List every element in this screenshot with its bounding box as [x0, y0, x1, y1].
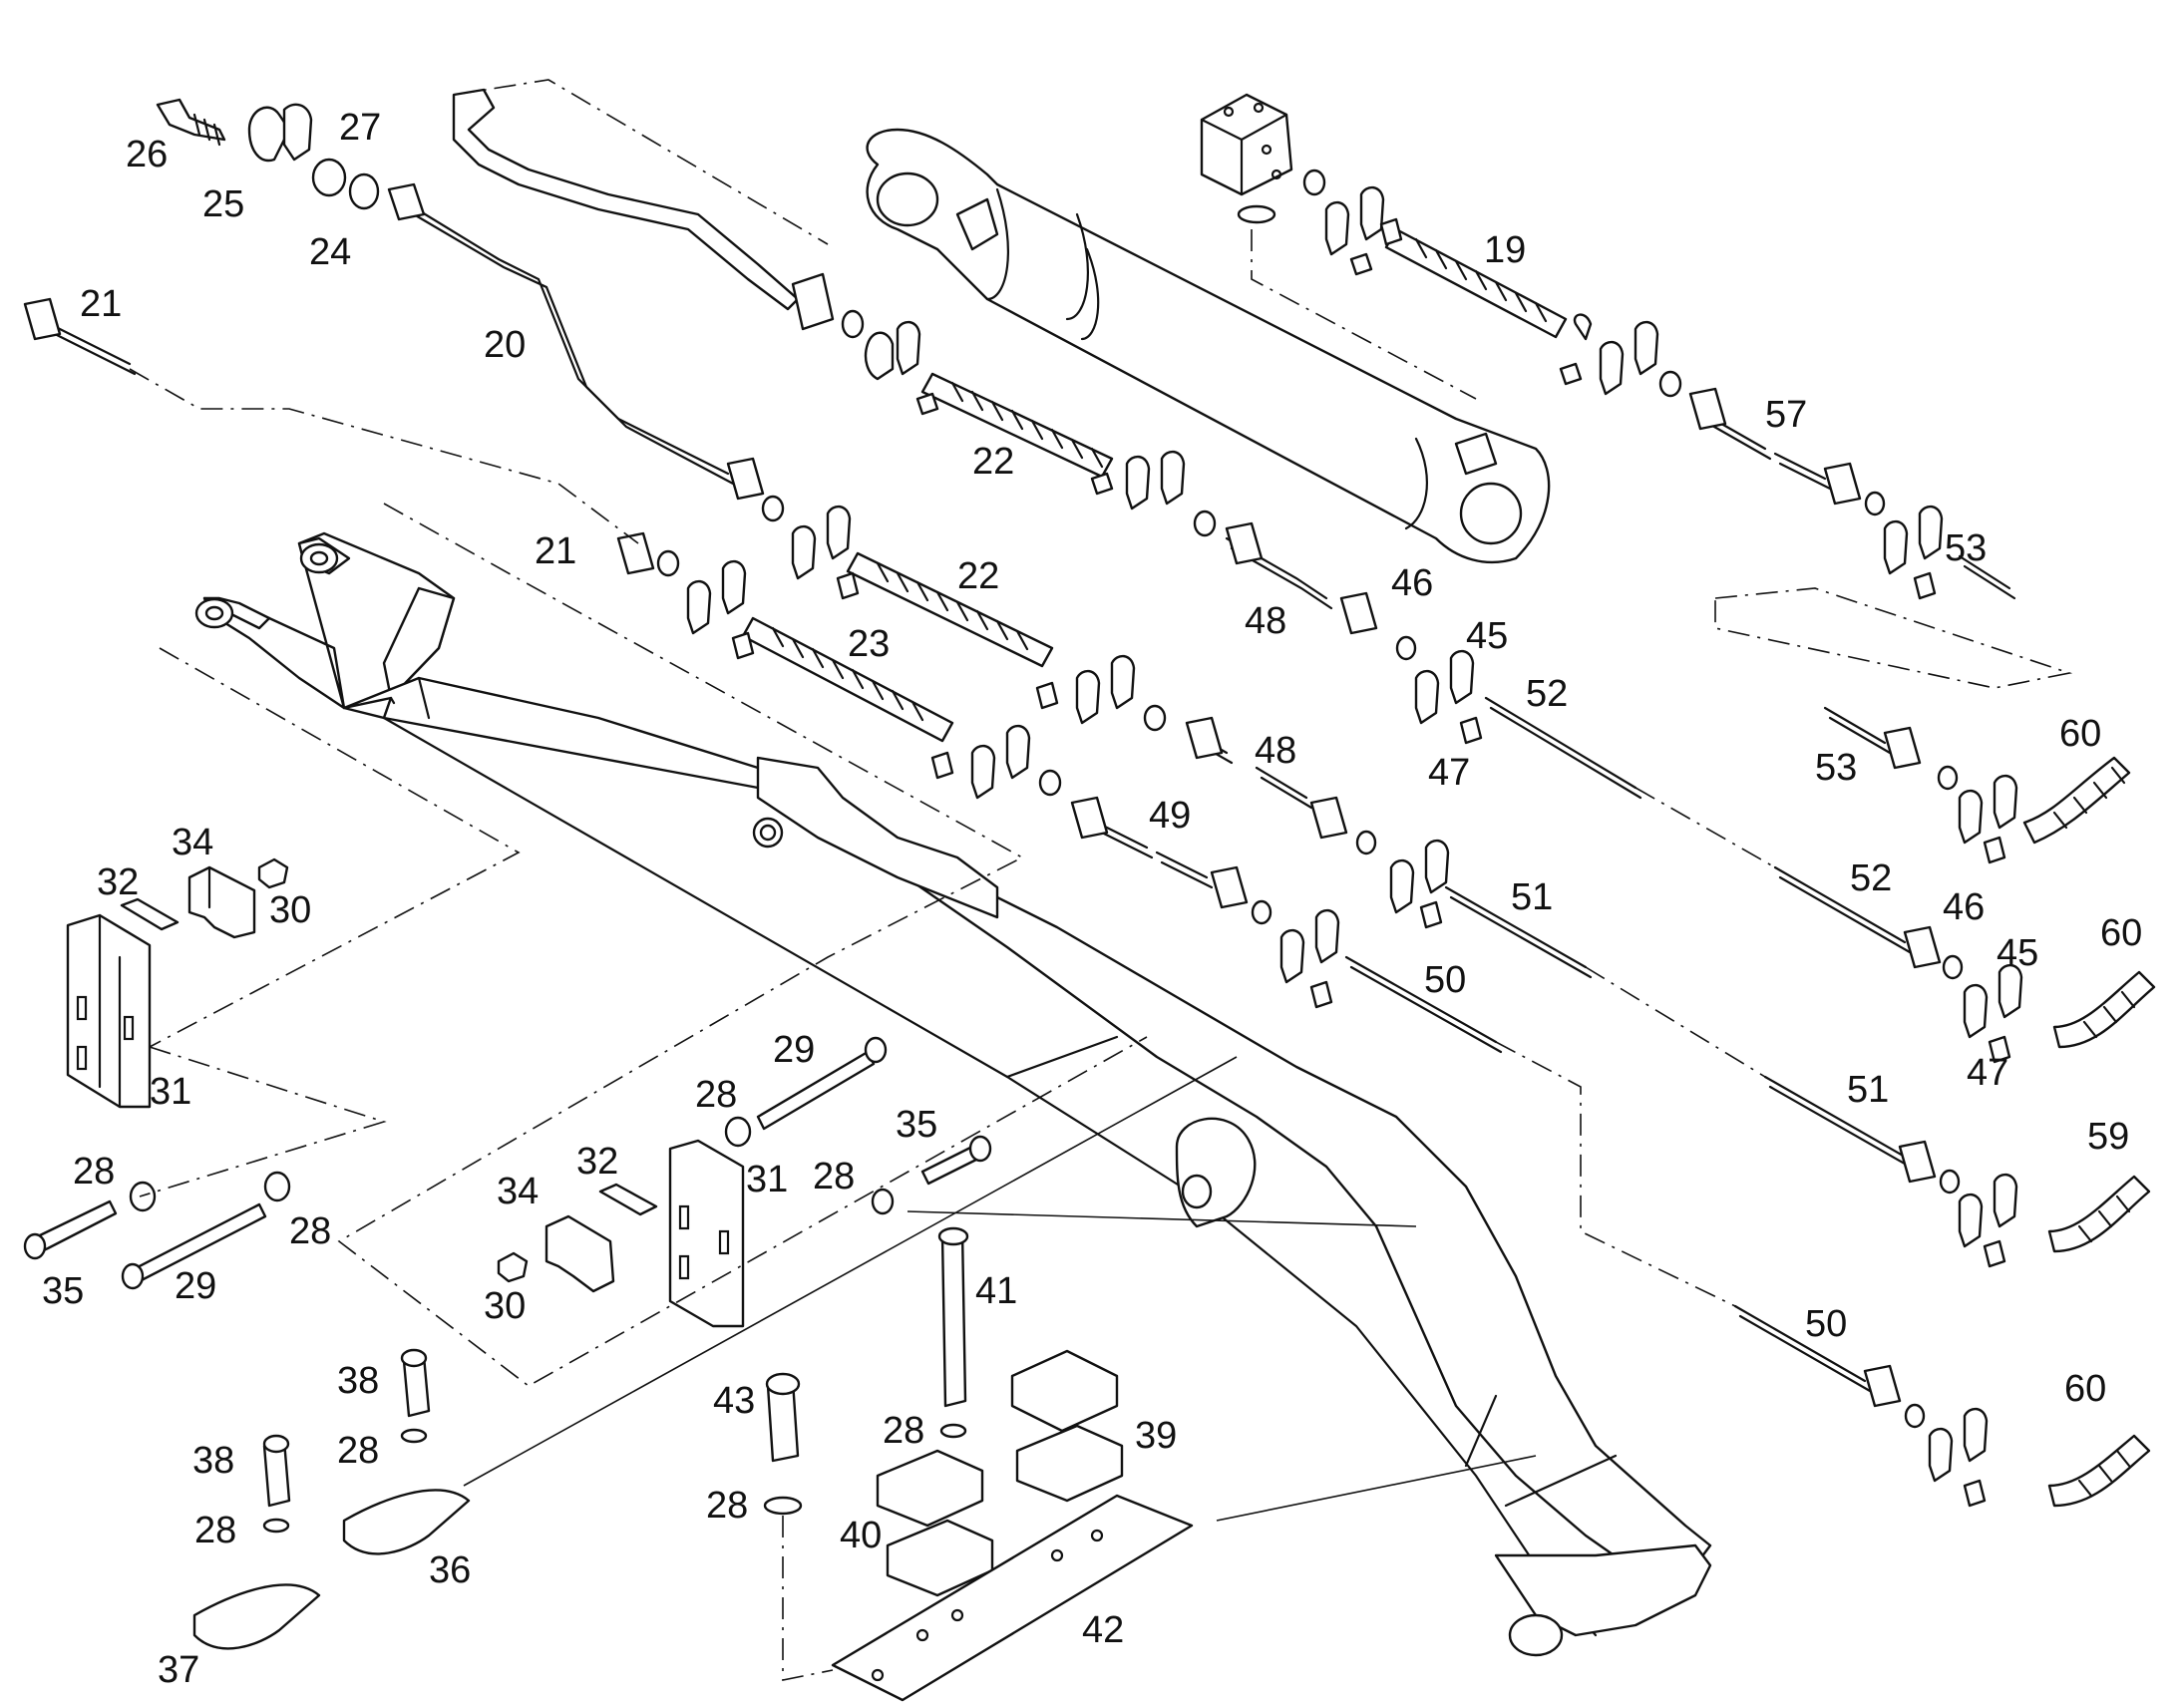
callout-22: 22: [972, 441, 1014, 483]
callout-29-b: 29: [773, 1029, 815, 1071]
callout-29: 29: [175, 1265, 216, 1307]
callout-28-e: 28: [883, 1410, 924, 1452]
callout-28-g: 28: [194, 1510, 236, 1551]
callout-35: 35: [42, 1270, 84, 1312]
callout-28: 28: [73, 1151, 115, 1193]
callout-labels: 26 25 27 24 21 20 22 19 57 53 21 22 23 4…: [42, 107, 2142, 1691]
callout-50: 50: [1424, 959, 1466, 1001]
callout-21: 21: [80, 283, 122, 325]
hose-19: [1384, 227, 1568, 339]
callout-51-b: 51: [1847, 1069, 1889, 1111]
callout-40: 40: [840, 1515, 882, 1556]
callout-36: 36: [429, 1549, 471, 1591]
hoses: [741, 227, 2156, 1508]
callout-38: 38: [337, 1360, 379, 1402]
callout-52-b: 52: [1850, 857, 1892, 899]
callout-42: 42: [1082, 1609, 1124, 1651]
clamp-hardware: [23, 857, 1194, 1702]
callout-47: 47: [1428, 752, 1470, 794]
callout-27: 27: [339, 107, 381, 149]
hose-59: [2047, 1175, 2151, 1253]
callout-19: 19: [1484, 229, 1526, 271]
callout-51: 51: [1511, 876, 1553, 918]
callout-32: 32: [97, 861, 139, 903]
hydraulic-cylinder: [866, 128, 1551, 564]
callout-49: 49: [1149, 795, 1191, 837]
hose-22-upper: [920, 372, 1114, 479]
callout-30-b: 30: [484, 1285, 526, 1327]
callout-60: 60: [2059, 713, 2101, 755]
callout-60-c: 60: [2064, 1368, 2106, 1410]
hose-60-b: [2052, 970, 2156, 1049]
callout-37: 37: [158, 1649, 199, 1691]
callout-28-b: 28: [289, 1210, 331, 1252]
callout-38-b: 38: [192, 1440, 234, 1482]
callout-59: 59: [2087, 1116, 2129, 1158]
callout-45: 45: [1466, 615, 1508, 657]
callout-34: 34: [172, 822, 213, 863]
flange-clamps: [156, 98, 2023, 1508]
hose-60-a: [2022, 756, 2131, 845]
callout-24: 24: [309, 231, 351, 273]
callout-45-b: 45: [1997, 932, 2038, 974]
callout-57: 57: [1765, 394, 1807, 436]
callout-31-b: 31: [746, 1159, 788, 1200]
callout-41: 41: [975, 1270, 1017, 1312]
callout-53: 53: [1945, 527, 1987, 569]
callout-30: 30: [269, 889, 311, 931]
callout-46: 46: [1391, 562, 1433, 604]
callout-43: 43: [713, 1380, 755, 1422]
callout-22-b: 22: [957, 555, 999, 597]
callout-28-c: 28: [695, 1074, 737, 1116]
callout-34-b: 34: [497, 1171, 539, 1212]
callout-28-f: 28: [337, 1430, 379, 1472]
callout-23: 23: [848, 623, 890, 665]
boom-arm: [194, 531, 1712, 1657]
callout-46-b: 46: [1943, 886, 1985, 928]
callout-50-b: 50: [1805, 1303, 1847, 1345]
callout-25: 25: [202, 183, 244, 225]
callout-26: 26: [126, 134, 168, 175]
valve-block: [1200, 93, 1326, 224]
callout-28-d: 28: [813, 1156, 855, 1197]
hose-23: [741, 616, 954, 743]
callout-48-b: 48: [1255, 730, 1296, 772]
callout-21-b: 21: [535, 530, 576, 572]
callout-48: 48: [1245, 600, 1286, 642]
hose-22-lower: [846, 551, 1054, 668]
centerlines: [129, 79, 2073, 1681]
callout-31: 31: [150, 1071, 191, 1113]
callout-47-b: 47: [1967, 1052, 2008, 1094]
pipes: [23, 88, 2016, 1408]
callout-35-b: 35: [896, 1104, 937, 1146]
callout-28-h: 28: [706, 1485, 748, 1527]
callout-32-b: 32: [576, 1141, 618, 1183]
callout-20: 20: [484, 324, 526, 366]
callout-60-b: 60: [2100, 912, 2142, 954]
callout-39: 39: [1135, 1415, 1177, 1457]
callout-52: 52: [1526, 673, 1568, 715]
hose-60-c: [2047, 1434, 2151, 1508]
callout-53-b: 53: [1815, 747, 1857, 789]
